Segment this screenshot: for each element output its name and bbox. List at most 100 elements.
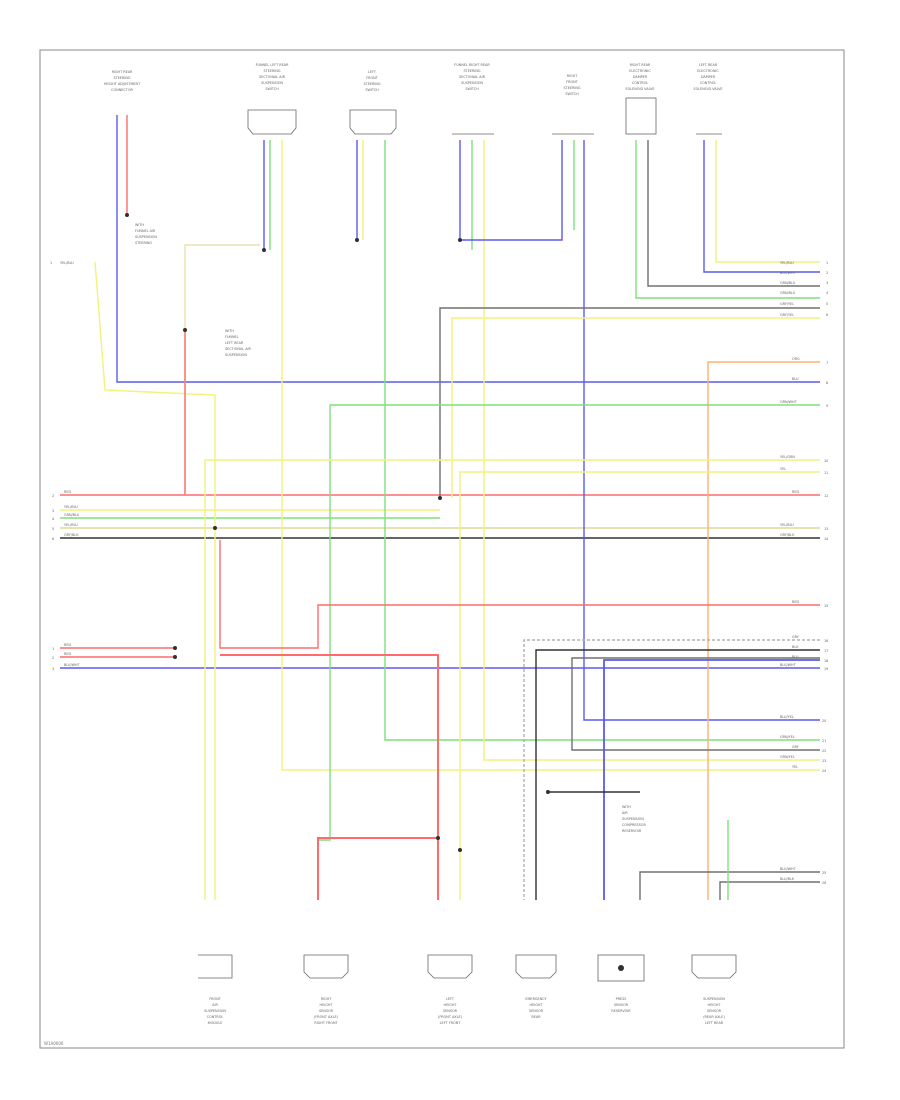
note-funnel-left-rear: WITH FUNNEL LEFT REAR SECTIONAL AIR SUSP… — [225, 329, 252, 357]
component-label-line: FRONT — [566, 80, 579, 84]
wire-c3-green — [384, 140, 820, 741]
svg-text:4: 4 — [52, 517, 54, 521]
wire-color-label: RED — [792, 490, 799, 494]
svg-text:SUSPENSION: SUSPENSION — [261, 81, 283, 85]
wire-number: 1 — [826, 261, 828, 265]
svg-text:SENSOR: SENSOR — [319, 1009, 334, 1013]
component-label-line: FUNNEL LEFT REAR — [256, 63, 290, 67]
svg-text:14: 14 — [824, 537, 828, 541]
component-label-line: SWITCH — [265, 87, 279, 91]
wire-green-long — [317, 404, 820, 900]
component-right-rear-height-connector: RIGHT REAR STEERING HEIGHT ADJUSTMENT CO… — [104, 70, 141, 92]
wire-number: 21 — [822, 739, 826, 743]
wire-color-label: BLU/WHT — [64, 663, 81, 667]
wire-color-label: YEL — [780, 467, 786, 471]
splice-dot — [173, 655, 177, 659]
svg-text:GRN/YEL: GRN/YEL — [780, 735, 795, 739]
svg-text:RED: RED — [64, 652, 71, 656]
splice-dot — [458, 238, 462, 242]
component-emergency-height-sensor: EMERGENCY HEIGHT SENSOR REAR — [515, 954, 557, 1019]
note-compressor: WITH AIR SUSPENSION COMPRESSOR RESERVOIR — [622, 805, 646, 833]
wire-color-label: GRN/BLU — [780, 281, 796, 285]
svg-text:STEERING: STEERING — [363, 82, 380, 86]
wire-c5-blue-long — [583, 140, 820, 721]
svg-text:W1A0000: W1A0000 — [44, 1041, 64, 1046]
connector-outline — [625, 97, 657, 135]
wire-color-label: RED — [64, 643, 71, 647]
svg-text:SUSPENSION: SUSPENSION — [461, 81, 483, 85]
wire-number: 6 — [826, 313, 828, 317]
svg-text:(REAR AXLE): (REAR AXLE) — [703, 1015, 725, 1019]
wire-number: 10 — [824, 459, 828, 463]
svg-text:6: 6 — [826, 313, 828, 317]
component-label-line: SENSOR — [707, 1009, 722, 1013]
splice-dot — [355, 238, 359, 242]
svg-text:GRY/BLK: GRY/BLK — [780, 533, 795, 537]
component-label-line: HEIGHT — [444, 1003, 458, 1007]
component-label-line: PRESS — [616, 997, 627, 1001]
wire-number: 17 — [824, 649, 828, 653]
bottom-components: FRONT AIR SUSPENSION CONTROL MODULE RIGH… — [198, 954, 737, 1025]
component-label-line: EMERGENCY — [525, 997, 547, 1001]
svg-text:FRONT: FRONT — [566, 80, 579, 84]
connector-outline — [691, 954, 737, 979]
wire-color-label: GRN/BLU — [780, 291, 796, 295]
wire-number: 23 — [822, 759, 826, 763]
component-label-line: SUSPENSION — [461, 81, 483, 85]
svg-text:BLU: BLU — [792, 655, 799, 659]
svg-text:RIGHT: RIGHT — [321, 997, 333, 1001]
svg-text:LEFT: LEFT — [446, 997, 455, 1001]
component-label-line: LEFT REAR — [699, 63, 718, 67]
svg-text:YEL/BLU: YEL/BLU — [780, 261, 794, 265]
svg-text:7: 7 — [826, 361, 828, 365]
svg-text:(FRONT AXLE): (FRONT AXLE) — [438, 1015, 463, 1019]
wire-yellow-right — [451, 317, 820, 498]
wire-grey-bottom-2 — [719, 881, 820, 900]
svg-text:SENSOR: SENSOR — [529, 1009, 544, 1013]
note-line: COMPRESSOR — [622, 823, 646, 827]
component-label-line: STEERING — [263, 69, 280, 73]
splice-dots — [125, 213, 550, 852]
svg-text:5: 5 — [52, 527, 54, 531]
component-label-line: SWITCH — [565, 92, 579, 96]
svg-text:3: 3 — [52, 667, 54, 671]
component-label-line: SUSPENSION — [204, 1009, 226, 1013]
svg-text:ELECTRONIC: ELECTRONIC — [629, 69, 651, 73]
diagram-notes: WITH FUNNEL AIR SUSPENSION STEERING WITH… — [135, 223, 646, 833]
note-line: FUNNEL AIR — [135, 229, 156, 233]
wire-grey-bottom — [639, 871, 820, 900]
note-line: AIR — [622, 811, 628, 815]
component-label-line: RIGHT REAR — [112, 70, 133, 74]
right-wire-labels: YEL/BLU 1 BLU/WHT 2 GRN/BLU 3 GRN/BLU 4 … — [780, 261, 828, 885]
note-line: FUNNEL — [225, 335, 239, 339]
svg-text:HEIGHT: HEIGHT — [530, 1003, 544, 1007]
component-left-front-steering-switch: LEFT FRONT STEERING SWITCH — [349, 70, 397, 135]
wire-c2-yellow — [281, 140, 820, 771]
connector-outline — [427, 954, 473, 979]
svg-text:SECTIONAL AIR: SECTIONAL AIR — [259, 75, 286, 79]
wire-color-label: YEL/BLU — [60, 261, 74, 265]
component-label-line: HEIGHT — [708, 1003, 722, 1007]
svg-text:YEL/BLU: YEL/BLU — [64, 523, 78, 527]
wire-number: 20 — [822, 719, 826, 723]
wire-red-upper-right — [219, 540, 820, 649]
svg-text:17: 17 — [824, 649, 828, 653]
splice-dot — [213, 526, 217, 530]
svg-text:SENSOR: SENSOR — [614, 1003, 629, 1007]
component-label-line: RIGHT FRONT — [314, 1021, 338, 1025]
component-label-line: CONTROL — [207, 1015, 224, 1019]
svg-text:LEFT FRONT: LEFT FRONT — [440, 1021, 462, 1025]
wire-color-label: YEL/GRN — [780, 455, 795, 459]
note-funnel-steering: WITH FUNNEL AIR SUSPENSION STEERING — [135, 223, 157, 245]
svg-text:GRN/BLU: GRN/BLU — [780, 291, 796, 295]
wire-color-label: BLU — [792, 655, 799, 659]
component-label-line: FRONT — [209, 997, 222, 1001]
svg-text:FUNNEL: FUNNEL — [225, 335, 239, 339]
splice-dot — [436, 836, 440, 840]
svg-text:SUSPENSION: SUSPENSION — [204, 1009, 226, 1013]
svg-text:SUSPENSION: SUSPENSION — [135, 235, 157, 239]
wire-color-label: BLU/WHT — [780, 271, 797, 275]
svg-text:2: 2 — [52, 494, 54, 498]
note-line: LEFT REAR — [225, 341, 244, 345]
